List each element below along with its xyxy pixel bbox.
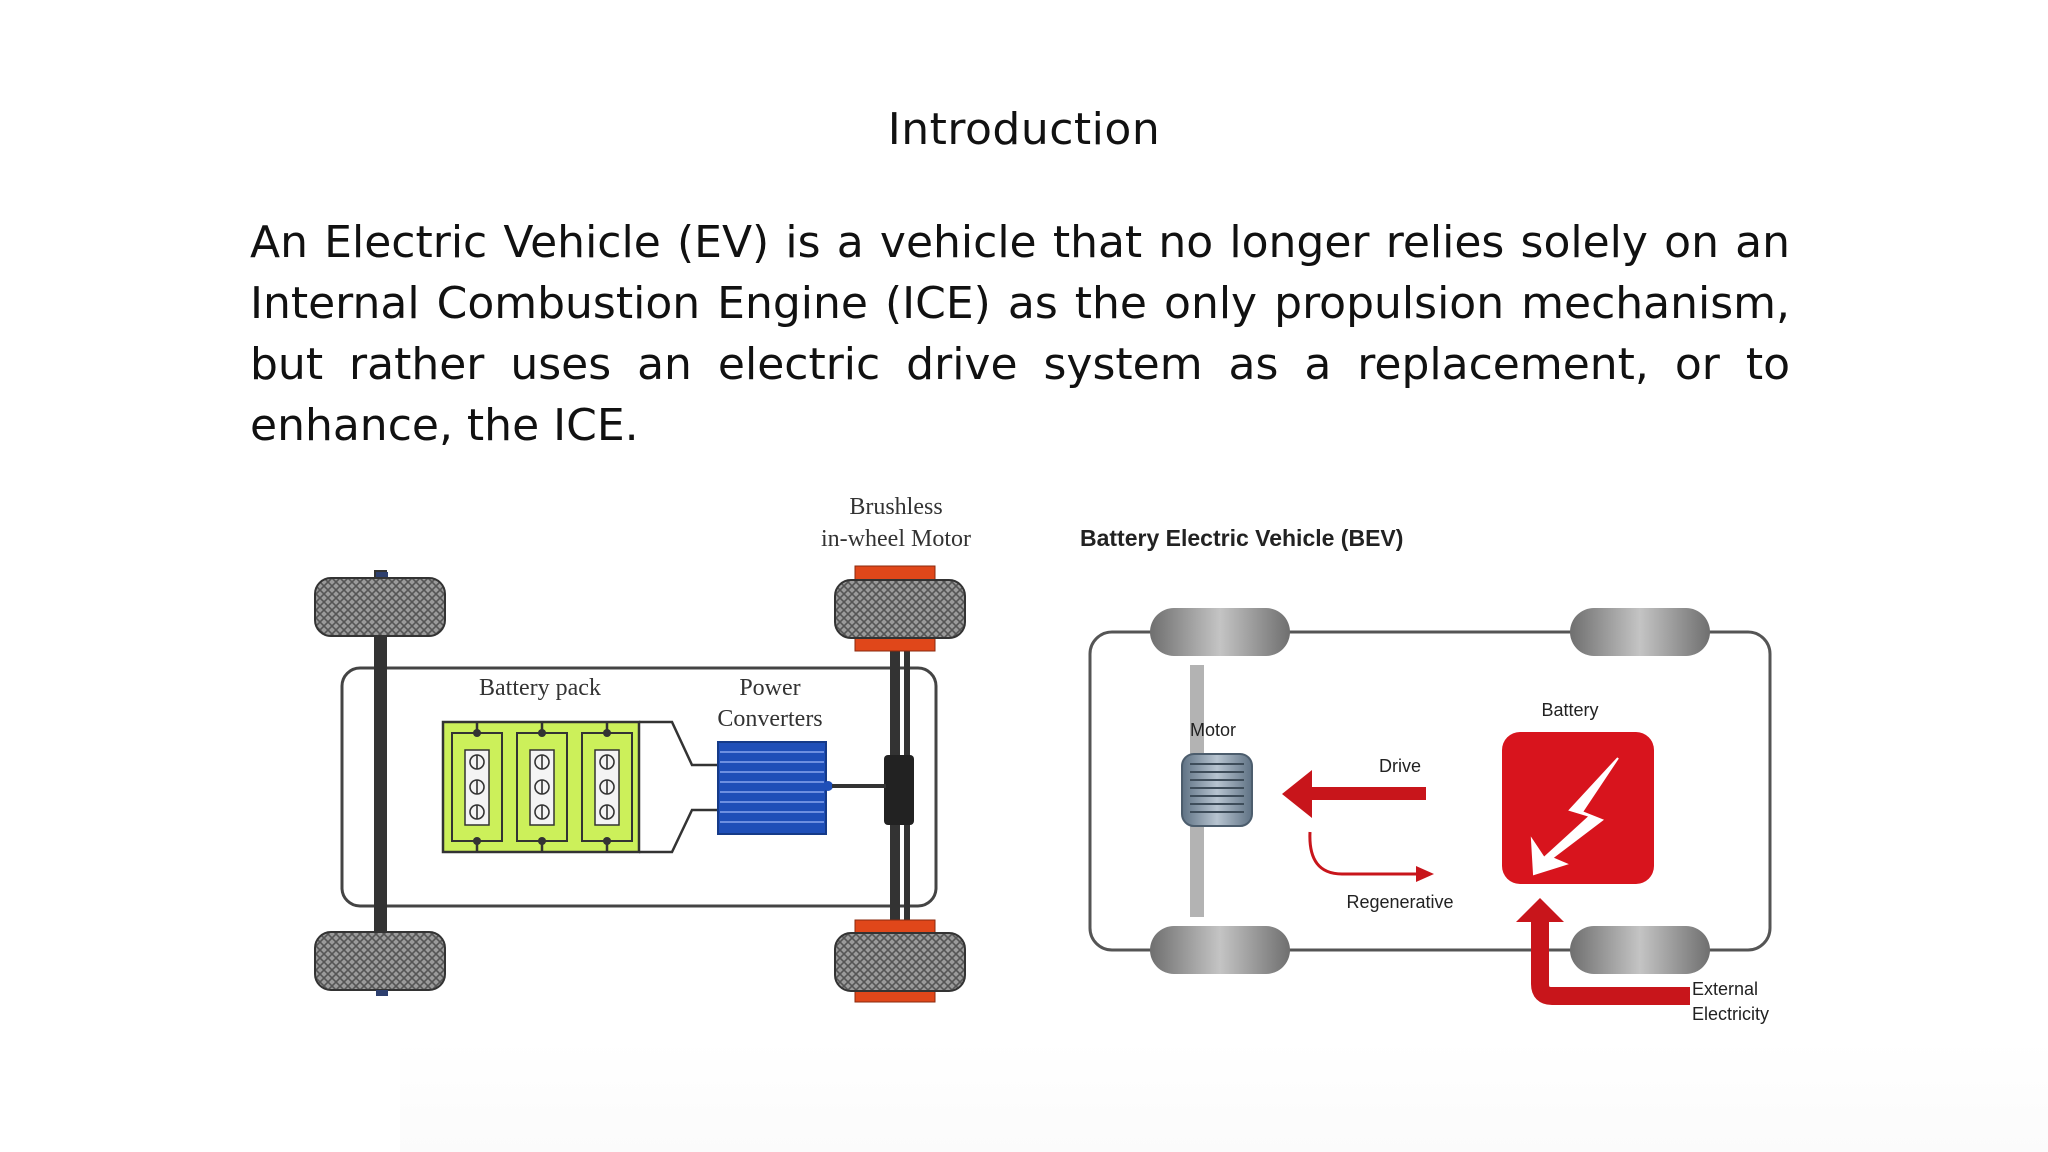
lightning-icon [1530, 757, 1619, 876]
converter-label-line1: Power [739, 675, 800, 701]
power-converter [717, 741, 833, 835]
bev-tire-rear-bottom [1570, 926, 1710, 974]
in-wheel-motor-top-2 [854, 636, 936, 652]
wheel-rear-right [314, 931, 446, 991]
wire-bottom [639, 808, 718, 854]
wheel-front-left [834, 579, 966, 639]
bev-tire-rear-top [1570, 608, 1710, 656]
rear-axle [374, 570, 387, 990]
motor-label-line2: in-wheel Motor [821, 526, 971, 552]
wheel-rear-left [314, 577, 446, 637]
drive-label: Drive [1379, 756, 1421, 776]
bev-motor-label: Motor [1190, 720, 1236, 740]
bev-diagram: Battery Electric Vehicle (BEV) [1070, 490, 1810, 1030]
ev-drivetrain-diagram: Brushless in-wheel Motor Battery pack Po… [300, 490, 1000, 1020]
regenerative-arrow [1308, 831, 1434, 882]
external-label-line2: Electricity [1692, 1004, 1769, 1024]
bev-motor [1181, 753, 1253, 827]
in-wheel-motor-bottom [854, 919, 936, 935]
differential-block [884, 755, 914, 825]
slide-body-text: An Electric Vehicle (EV) is a vehicle th… [250, 217, 1790, 451]
bev-tire-front-top [1150, 608, 1290, 656]
bev-tire-front-bottom [1150, 926, 1290, 974]
bev-battery-label: Battery [1541, 700, 1598, 720]
wire-top [639, 720, 718, 767]
regenerative-label: Regenerative [1346, 892, 1453, 912]
drive-arrow [1282, 770, 1426, 818]
bev-title: Battery Electric Vehicle (BEV) [1080, 525, 1403, 551]
bev-chassis [1088, 630, 1772, 952]
in-wheel-motor-top [854, 565, 936, 581]
battery-cells [451, 722, 633, 852]
converter-label-line2: Converters [717, 706, 822, 732]
external-label-line1: External [1692, 979, 1758, 999]
background-band [400, 1040, 2048, 1152]
motor-label-line1: Brushless [849, 494, 942, 520]
external-electricity-arrow [1516, 898, 1690, 1005]
slide-title: Introduction [887, 104, 1161, 155]
battery-pack-label: Battery pack [479, 675, 601, 701]
wheel-front-right [834, 932, 966, 992]
